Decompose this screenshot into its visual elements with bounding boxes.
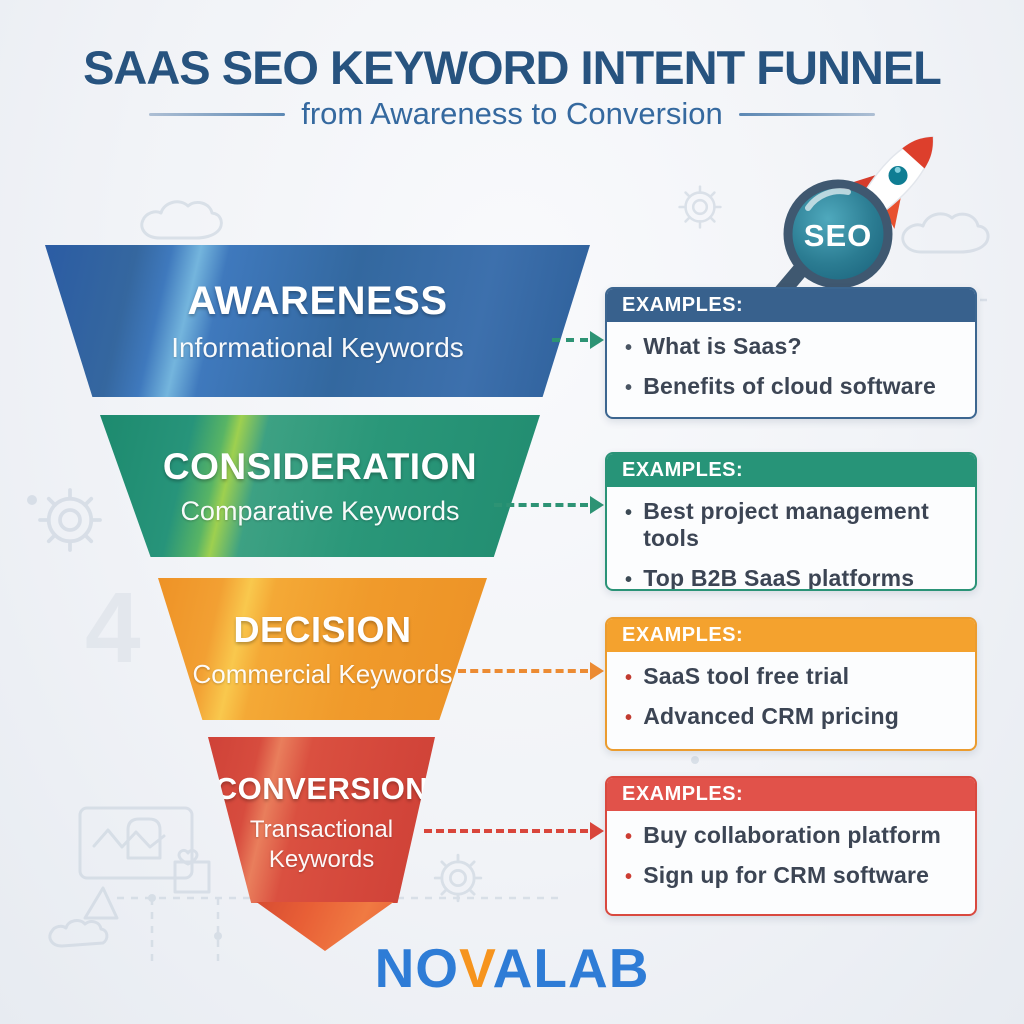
connector-arrow-awareness [552, 330, 604, 350]
arrowhead-icon [590, 496, 604, 514]
funnel-stage-consideration: CONSIDERATION Comparative Keywords [100, 415, 540, 557]
list-item: • Top B2B SaaS platforms [625, 565, 965, 591]
page-subtitle: from Awareness to Conversion [301, 96, 723, 131]
example-text: Buy collaboration platform [643, 822, 942, 848]
stage-title: AWARENESS [187, 278, 448, 323]
novalab-logo: NOVALAB [0, 936, 1024, 1000]
examples-list: • What is Saas? • Benefits of cloud soft… [607, 322, 975, 400]
examples-box-decision: EXAMPLES: • SaaS tool free trial • Advan… [605, 617, 977, 751]
connector-arrow-conversion [424, 821, 604, 841]
example-text: Best project management tools [643, 498, 929, 551]
examples-header: EXAMPLES: [607, 454, 975, 487]
list-item: • Best project management tools [625, 498, 965, 552]
funnel-stage-decision: DECISION Commercial Keywords [158, 578, 487, 720]
seo-magnifier-icon: SEO [772, 179, 893, 302]
stage-title: CONSIDERATION [162, 445, 478, 487]
bullet-icon: • [625, 502, 633, 524]
logo-part: NO [374, 937, 460, 999]
example-text: SaaS tool free trial [643, 663, 850, 689]
list-item: • Benefits of cloud software [625, 373, 965, 400]
bullet-icon: • [625, 569, 633, 591]
example-text: Sign up for CRM software [643, 862, 930, 888]
rocket-icon [844, 136, 934, 235]
dashed-line [458, 669, 588, 673]
logo-accent: V [459, 937, 493, 999]
stage-keyword-type: Commercial Keywords [192, 658, 453, 689]
example-text: Benefits of cloud software [643, 373, 936, 399]
bullet-icon: • [625, 337, 633, 359]
subtitle-row: from Awareness to Conversion [0, 96, 1024, 132]
stage-title: DECISION [233, 608, 412, 650]
list-item: • Advanced CRM pricing [625, 703, 965, 730]
examples-header: EXAMPLES: [607, 289, 975, 322]
page-title: SAAS SEO KEYWORD INTENT FUNNEL [83, 41, 942, 94]
bullet-icon: • [625, 667, 633, 689]
example-text: Top B2B SaaS platforms [643, 565, 915, 591]
examples-header: EXAMPLES: [607, 778, 975, 811]
arrowhead-icon [590, 662, 604, 680]
list-item: • What is Saas? [625, 333, 965, 360]
examples-list: • SaaS tool free trial • Advanced CRM pr… [607, 652, 975, 730]
examples-box-consideration: EXAMPLES: • Best project management tool… [605, 452, 977, 591]
list-item: • Buy collaboration platform [625, 822, 965, 849]
stage-title: CONVERSION [214, 771, 429, 806]
dashed-line [424, 829, 588, 833]
arrowhead-icon [590, 331, 604, 349]
seo-badge-label: SEO [804, 218, 872, 253]
dashed-line [552, 338, 588, 342]
bullet-icon: • [625, 866, 633, 888]
logo-part: ALAB [492, 937, 650, 999]
bullet-icon: • [625, 707, 633, 729]
dashed-line [494, 503, 588, 507]
example-text: Advanced CRM pricing [643, 703, 899, 729]
connector-arrow-decision [458, 661, 604, 681]
stage-keyword-type: Comparative Keywords [180, 495, 460, 526]
funnel-stage-conversion: CONVERSION Transactional Keywords [208, 737, 435, 903]
examples-box-conversion: EXAMPLES: • Buy collaboration platform •… [605, 776, 977, 916]
examples-list: • Best project management tools • Top B2… [607, 487, 975, 591]
stage-keyword-type: Informational Keywords [171, 331, 464, 363]
examples-header: EXAMPLES: [607, 619, 975, 652]
list-item: • Sign up for CRM software [625, 862, 965, 889]
connector-arrow-consideration [494, 495, 604, 515]
bullet-icon: • [625, 377, 633, 399]
subtitle-left-line [149, 112, 286, 116]
bullet-icon: • [625, 826, 633, 848]
arrowhead-icon [590, 822, 604, 840]
subtitle-right-line [738, 112, 875, 116]
funnel-stage-awareness: AWARENESS Informational Keywords [45, 245, 590, 397]
watermark-digit: 4 [85, 572, 141, 684]
list-item: • SaaS tool free trial [625, 663, 965, 690]
example-text: What is Saas? [643, 333, 802, 359]
rocket-seo-illustration: SEO [772, 136, 934, 302]
examples-list: • Buy collaboration platform • Sign up f… [607, 811, 975, 889]
examples-box-awareness: EXAMPLES: • What is Saas? • Benefits of … [605, 287, 977, 419]
stage-keyword-type: Transactional Keywords [249, 816, 394, 873]
